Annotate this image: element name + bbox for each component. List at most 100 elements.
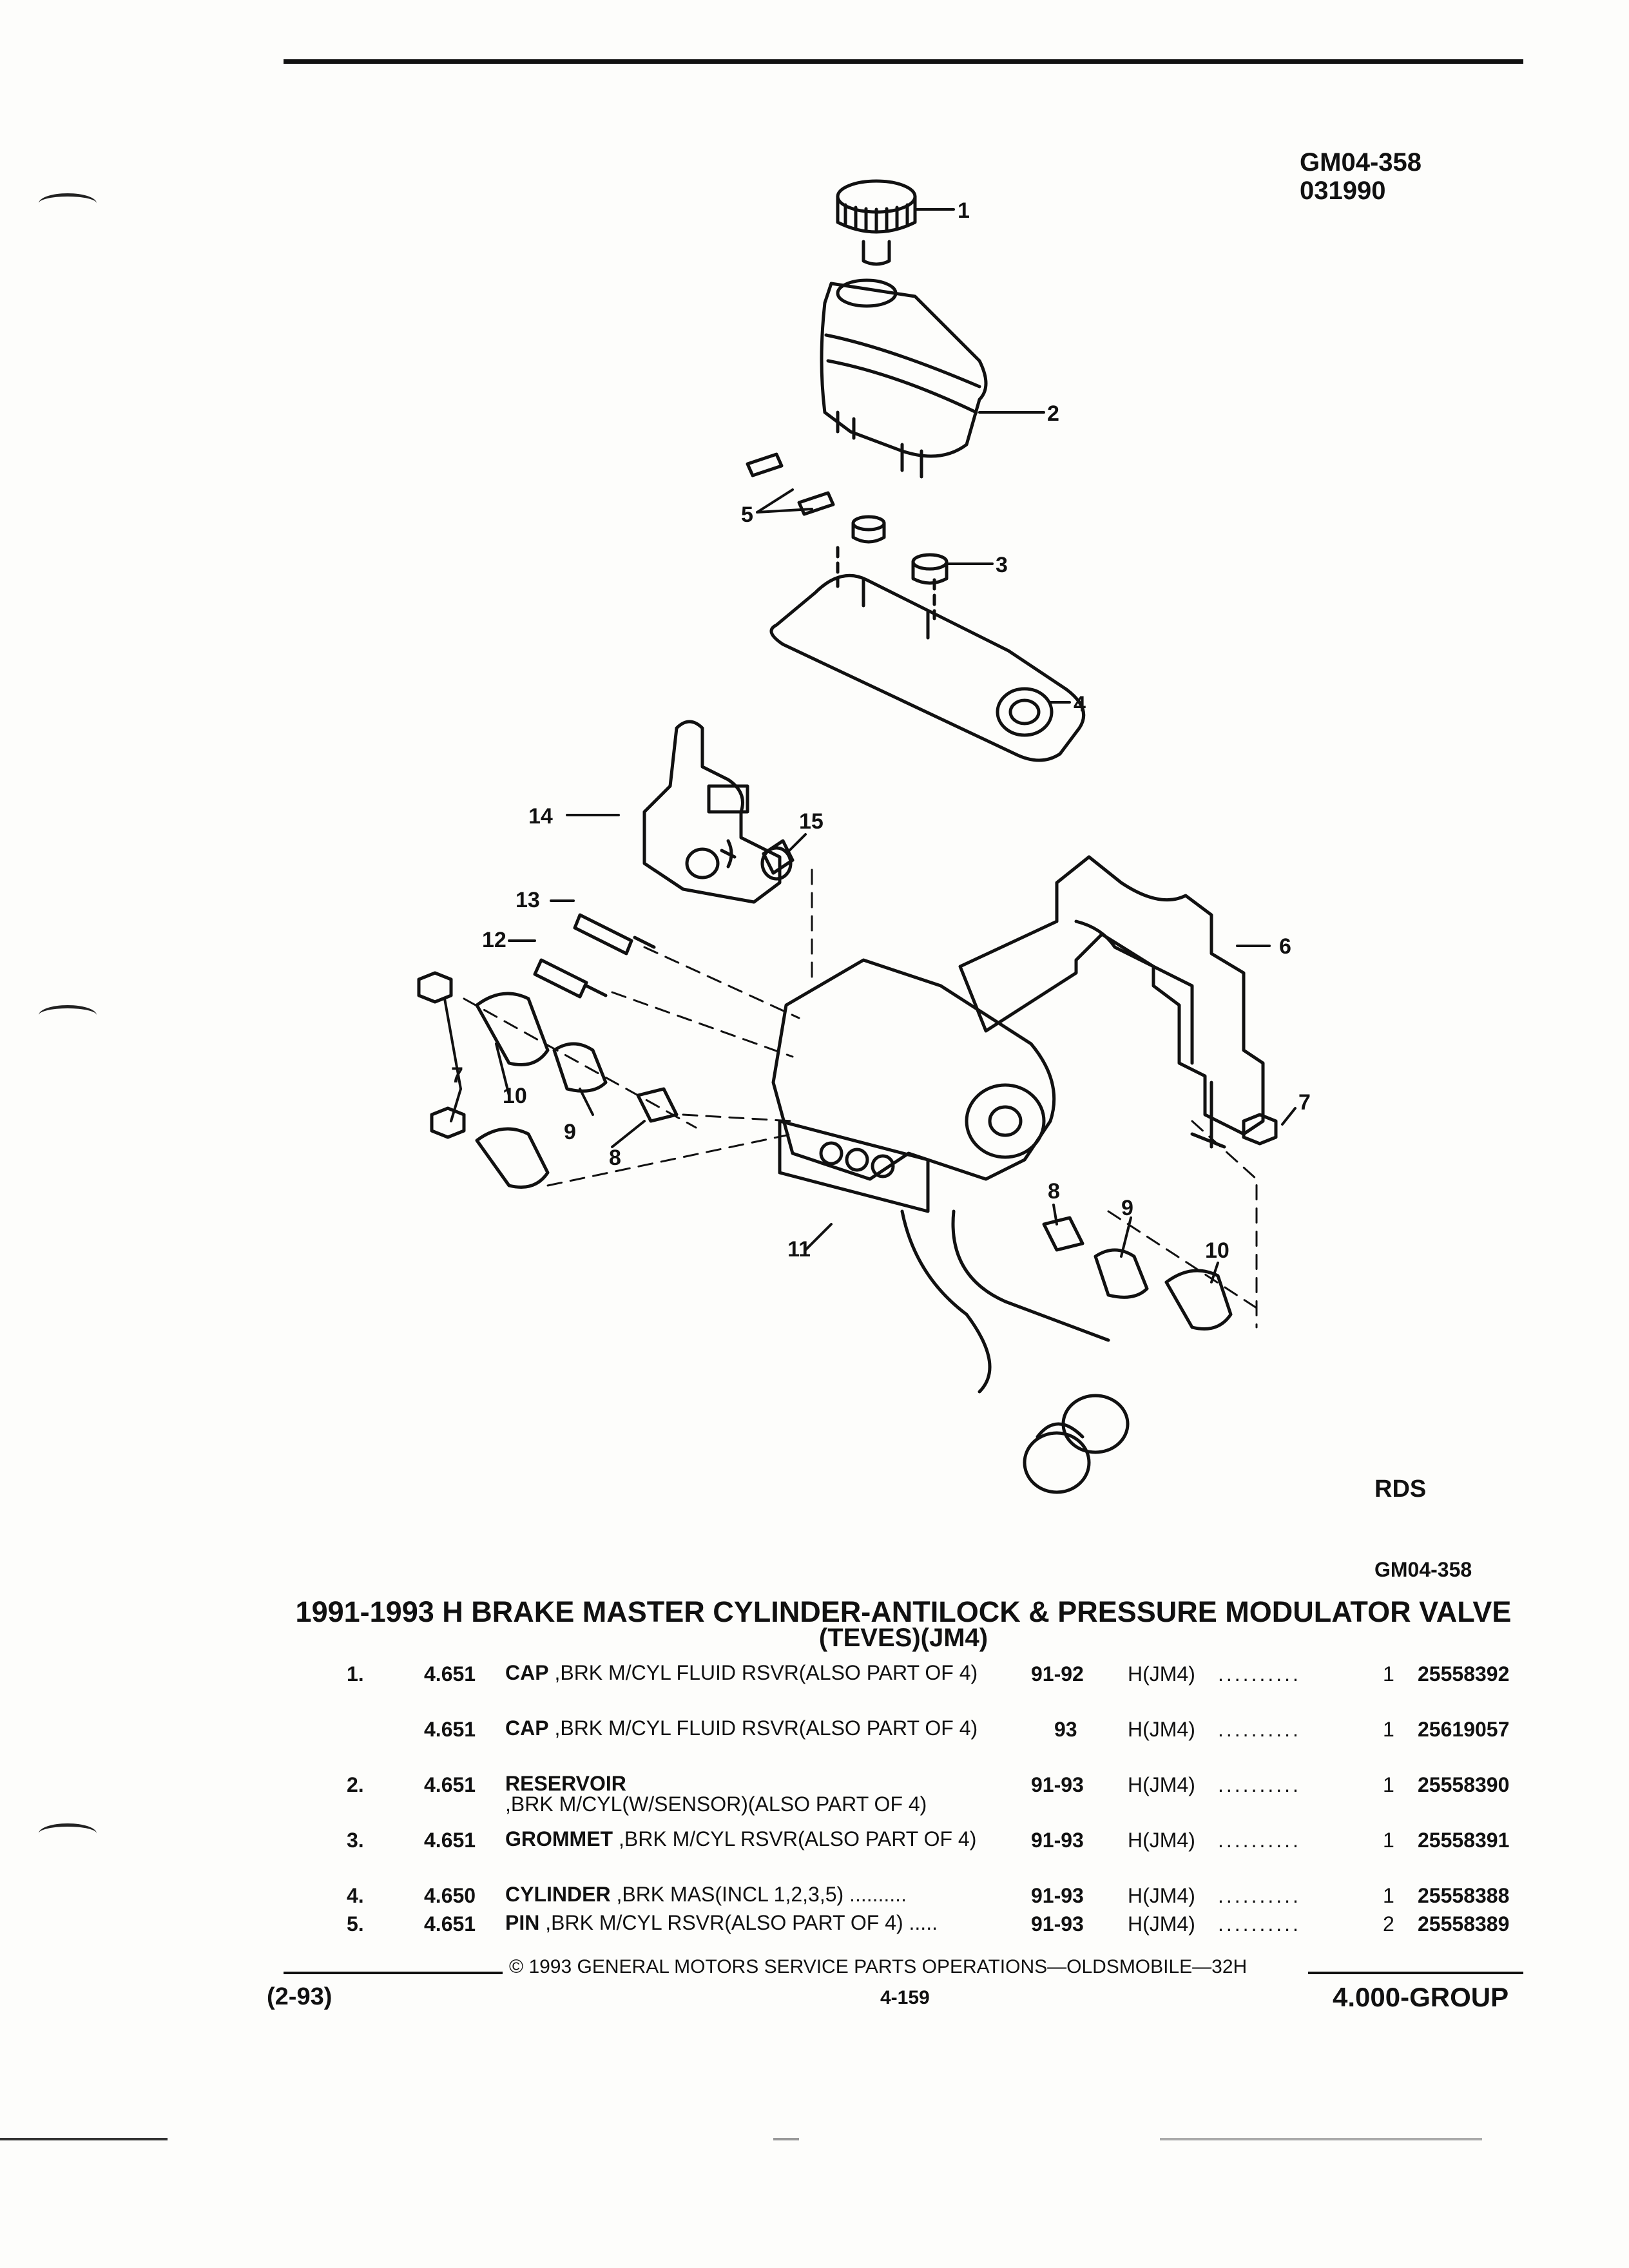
part-number: 25558390: [1418, 1773, 1510, 1796]
quantity: 1: [1383, 1773, 1394, 1796]
callout-6: 6: [1279, 934, 1291, 959]
title-line-1: 1991-1993 H BRAKE MASTER CYLINDER-ANTILO…: [295, 1595, 1512, 1628]
item-number: 4.: [347, 1884, 364, 1907]
item-number: 1.: [347, 1662, 364, 1686]
footer-date-code: (2-93): [267, 1983, 333, 2010]
callout-7b: 7: [1298, 1090, 1311, 1115]
footer-rule-right: [1308, 1972, 1523, 1974]
model-code: H(JM4): [1128, 1829, 1195, 1852]
rds-label: RDS: [1374, 1475, 1427, 1503]
reservoir-cap-drawing: [836, 179, 917, 266]
callout-7: 7: [451, 1063, 463, 1088]
parts-row: 4. 4.650 CYLINDER ,BRK MAS(INCL 1,2,3,5)…: [284, 1884, 1523, 1912]
callout-10b: 10: [1205, 1238, 1229, 1263]
bracket-drawing: [958, 855, 1265, 1149]
item-number: 5.: [347, 1912, 364, 1936]
model-years: 91-93: [1031, 1829, 1084, 1852]
quantity: 1: [1383, 1662, 1394, 1686]
part-description: CAP ,BRK M/CYL FLUID RSVR(ALSO PART OF 4…: [505, 1661, 978, 1684]
margin-mark: [39, 1005, 97, 1025]
leader-dots: ..........: [1218, 1912, 1301, 1936]
quantity: 1: [1383, 1829, 1394, 1852]
part-number: 25558392: [1418, 1662, 1510, 1686]
parts-row: 4.651 CAP ,BRK M/CYL FLUID RSVR(ALSO PAR…: [284, 1718, 1523, 1773]
callout-4: 4: [1074, 692, 1086, 716]
page-title: 1991-1993 H BRAKE MASTER CYLINDER-ANTILO…: [284, 1595, 1523, 1652]
group-code: 4.651: [424, 1662, 476, 1686]
catalog-id: GM04-358: [1374, 1558, 1472, 1581]
master-cylinder-drawing: [769, 546, 1086, 762]
callout-8b: 8: [1048, 1179, 1060, 1204]
part-number: 25558388: [1418, 1884, 1510, 1907]
model-years: 91-93: [1031, 1912, 1084, 1936]
catalog-code: GM04-358: [1300, 148, 1422, 177]
callout-9b: 9: [1121, 1196, 1133, 1220]
footer-rule-left: [284, 1972, 503, 1974]
title-line-2: (TEVES)(JM4): [818, 1624, 988, 1652]
callout-8: 8: [609, 1146, 621, 1170]
quantity: 2: [1383, 1912, 1394, 1936]
leader-dots: ..........: [1218, 1884, 1301, 1907]
spacer-drawing: [636, 1087, 1084, 1252]
model-code: H(JM4): [1128, 1912, 1195, 1936]
bushing-drawing: [552, 1042, 1149, 1299]
group-code: 4.651: [424, 1912, 476, 1936]
group-code: 4.651: [424, 1718, 476, 1741]
group-code: 4.651: [424, 1773, 476, 1796]
callout-3: 3: [996, 553, 1008, 577]
callout-5: 5: [741, 503, 753, 527]
modulator-assembly-drawing: [771, 958, 1056, 1213]
footer-page-number: 4-159: [880, 1987, 930, 2008]
nut-drawing: [417, 971, 1278, 1146]
pressure-valve-drawing: [642, 720, 782, 904]
part-description: CYLINDER ,BRK MAS(INCL 1,2,3,5) ........…: [505, 1883, 907, 1906]
parts-row: 2. 4.651 RESERVOIR ,BRK M/CYL(W/SENSOR)(…: [284, 1773, 1523, 1829]
part-description: PIN ,BRK M/CYL RSVR(ALSO PART OF 4) ....…: [505, 1911, 938, 1934]
group-code: 4.650: [424, 1884, 476, 1907]
part-number: 25558391: [1418, 1829, 1510, 1852]
model-code: H(JM4): [1128, 1884, 1195, 1907]
part-description: GROMMET ,BRK M/CYL RSVR(ALSO PART OF 4): [505, 1827, 977, 1850]
fitting-drawing: [760, 839, 795, 881]
top-rule: [284, 59, 1523, 64]
item-number: 2.: [347, 1773, 364, 1796]
leader-dots: ..........: [1218, 1773, 1301, 1796]
callout-13: 13: [516, 888, 540, 912]
callout-1: 1: [958, 198, 970, 223]
footer-group: 4.000-GROUP: [1333, 1982, 1509, 2012]
callout-14: 14: [528, 804, 553, 829]
model-years: 93: [1054, 1718, 1077, 1741]
leader-lines: [443, 208, 1296, 1283]
assembly-lines: [463, 869, 1258, 1329]
scan-edge-line: [0, 2138, 1629, 2140]
callout-11: 11: [787, 1237, 811, 1262]
mount-drawing: [475, 992, 1233, 1331]
parts-row: 3. 4.651 GROMMET ,BRK M/CYL RSVR(ALSO PA…: [284, 1829, 1523, 1884]
part-number: 25558389: [1418, 1912, 1510, 1936]
parts-row: 1. 4.651 CAP ,BRK M/CYL FLUID RSVR(ALSO …: [284, 1662, 1523, 1718]
stud-drawing: [533, 913, 656, 999]
callout-9: 9: [564, 1120, 576, 1144]
grommet-drawing: [851, 515, 949, 585]
pin-drawing: [746, 452, 835, 516]
callout-2: 2: [1047, 401, 1059, 426]
model-code: H(JM4): [1128, 1662, 1195, 1686]
model-years: 91-93: [1031, 1884, 1084, 1907]
quantity: 1: [1383, 1884, 1394, 1907]
leader-dots: ..........: [1218, 1662, 1301, 1686]
model-years: 91-93: [1031, 1773, 1084, 1796]
leader-dots: ..........: [1218, 1718, 1301, 1741]
margin-mark: [39, 1823, 97, 1843]
catalog-date: 031990: [1300, 177, 1386, 205]
quantity: 1: [1383, 1718, 1394, 1741]
callout-15: 15: [799, 809, 824, 834]
callout-12: 12: [482, 928, 506, 952]
part-number: 25619057: [1418, 1718, 1510, 1741]
harness-drawing: [900, 1209, 1130, 1494]
group-code: 4.651: [424, 1829, 476, 1852]
model-years: 91-92: [1031, 1662, 1084, 1686]
part-description: CAP ,BRK M/CYL FLUID RSVR(ALSO PART OF 4…: [505, 1716, 978, 1740]
footer-copyright: © 1993 GENERAL MOTORS SERVICE PARTS OPER…: [509, 1956, 1248, 1977]
catalog-header: GM04-358 031990: [1300, 148, 1422, 205]
reservoir-drawing: [820, 278, 988, 479]
